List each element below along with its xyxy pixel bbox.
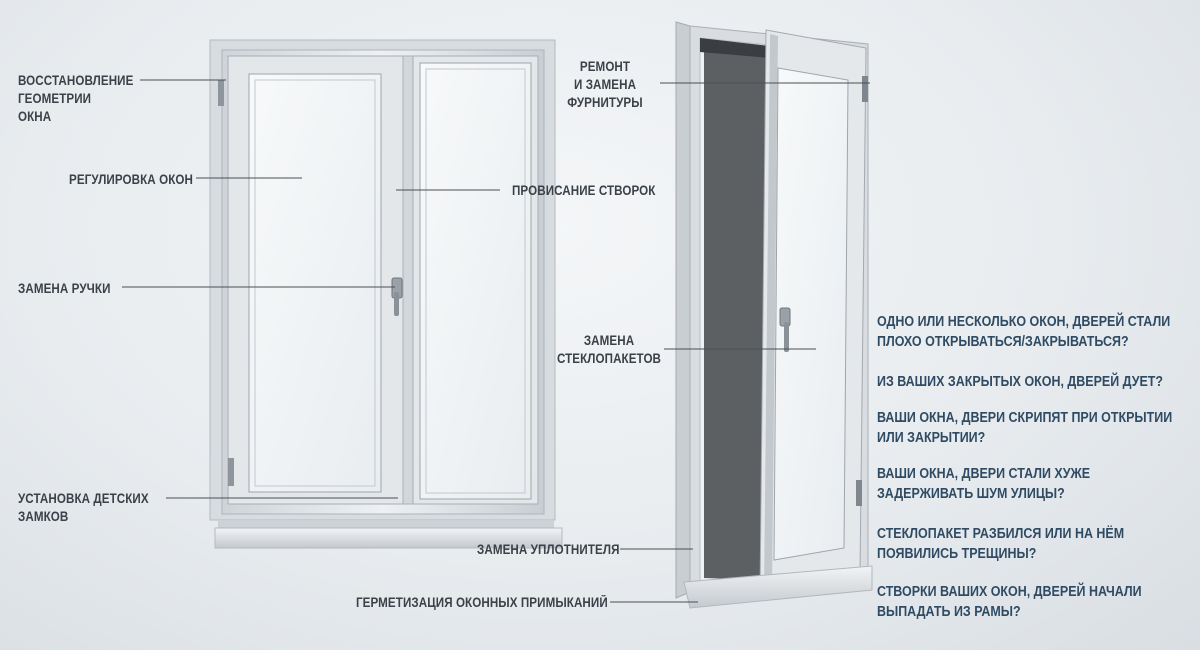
label-geometry: ВОССТАНОВЛЕНИЕ ГЕОМЕТРИИ ОКНА xyxy=(18,73,134,124)
label-glass: ЗАМЕНА СТЕКЛОПАКЕТОВ xyxy=(556,333,662,366)
right-window xyxy=(675,21,873,609)
label-handle: ЗАМЕНА РУЧКИ xyxy=(18,281,111,296)
question-1: ОДНО ИЛИ НЕСКОЛЬКО ОКОН, ДВЕРЕЙ СТАЛИ ПЛ… xyxy=(877,314,1171,350)
pointer-lines xyxy=(122,79,870,603)
label-sealing-joints: ГЕРМЕТИЗАЦИЯ ОКОННЫХ ПРИМЫКАНИЙ xyxy=(356,595,608,610)
question-2: ИЗ ВАШИХ ЗАКРЫТЫХ ОКОН, ДВЕРЕЙ ДУЕТ? xyxy=(877,374,1164,390)
question-6: СТВОРКИ ВАШИХ ОКОН, ДВЕРЕЙ НАЧАЛИ ВЫПАДА… xyxy=(877,584,1142,620)
question-3: ВАШИ ОКНА, ДВЕРИ СКРИПЯТ ПРИ ОТКРЫТИИ ИЛ… xyxy=(877,410,1173,446)
label-seal: ЗАМЕНА УПЛОТНИТЕЛЯ xyxy=(477,542,620,557)
question-4: ВАШИ ОКНА, ДВЕРИ СТАЛИ ХУЖЕ ЗАДЕРЖИВАТЬ … xyxy=(877,466,1091,502)
question-5: СТЕКЛОПАКЕТ РАЗБИЛСЯ ИЛИ НА НЁМ ПОЯВИЛИС… xyxy=(877,526,1125,562)
label-adjust: РЕГУЛИРОВКА ОКОН xyxy=(69,172,193,187)
label-child-locks: УСТАНОВКА ДЕТСКИХ ЗАМКОВ xyxy=(18,491,149,524)
left-window xyxy=(209,39,563,549)
label-sagging: ПРОВИСАНИЕ СТВОРОК xyxy=(512,183,656,198)
label-fittings: РЕМОНТ И ЗАМЕНА ФУРНИТУРЫ xyxy=(567,59,643,110)
